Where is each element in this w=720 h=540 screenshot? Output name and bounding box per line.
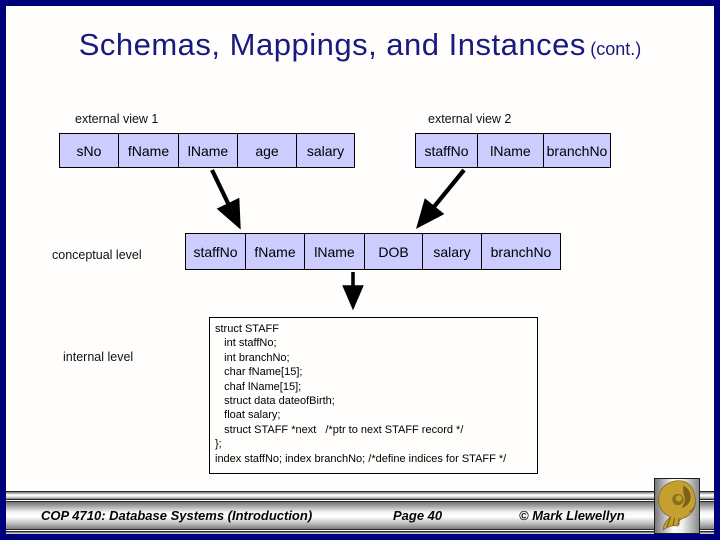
internal-struct-code: struct STAFF int staffNo; int branchNo; … xyxy=(209,317,538,474)
footer-course: COP 4710: Database Systems (Introduction… xyxy=(41,508,313,523)
logo-panel xyxy=(654,478,700,534)
external-view-1-table: sNo fName lName age salary xyxy=(59,133,355,168)
conceptual-table: staffNo fName lName DOB salary branchNo xyxy=(185,233,561,270)
ev2-cell-lName: lName xyxy=(477,133,544,168)
ev1-cell-sNo: sNo xyxy=(59,133,119,168)
ev1-cell-lName: lName xyxy=(178,133,238,168)
ev2-cell-staffNo: staffNo xyxy=(415,133,478,168)
con-cell-staffNo: staffNo xyxy=(185,233,246,270)
footer-top-rule xyxy=(6,491,714,500)
arrow-view1-to-conceptual xyxy=(210,169,241,230)
pegasus-logo-icon xyxy=(658,480,696,531)
arrow-view2-to-conceptual xyxy=(416,168,466,229)
slide-title: Schemas, Mappings, and Instances (cont.) xyxy=(0,27,720,63)
con-cell-salary: salary xyxy=(422,233,482,270)
slide-title-suffix: (cont.) xyxy=(590,39,642,59)
ev1-cell-salary: salary xyxy=(296,133,355,168)
ev1-cell-age: age xyxy=(237,133,297,168)
internal-level-label: internal level xyxy=(63,350,134,364)
con-cell-DOB: DOB xyxy=(364,233,423,270)
con-cell-lName: lName xyxy=(304,233,365,270)
footer-page-number: Page 40 xyxy=(393,508,443,523)
footer-bottom-rule xyxy=(6,531,714,539)
external-view-2-label: external view 2 xyxy=(428,112,512,126)
ev1-cell-fName: fName xyxy=(118,133,179,168)
footer-bar: COP 4710: Database Systems (Introduction… xyxy=(6,501,714,530)
conceptual-level-label: conceptual level xyxy=(52,248,142,262)
slide-title-main: Schemas, Mappings, and Instances xyxy=(78,27,586,62)
external-view-1-label: external view 1 xyxy=(75,112,159,126)
footer-copyright: © Mark Llewellyn xyxy=(519,508,625,523)
external-view-2-table: staffNo lName branchNo xyxy=(415,133,611,168)
con-cell-branchNo: branchNo xyxy=(481,233,561,270)
con-cell-fName: fName xyxy=(245,233,305,270)
ev2-cell-branchNo: branchNo xyxy=(543,133,611,168)
